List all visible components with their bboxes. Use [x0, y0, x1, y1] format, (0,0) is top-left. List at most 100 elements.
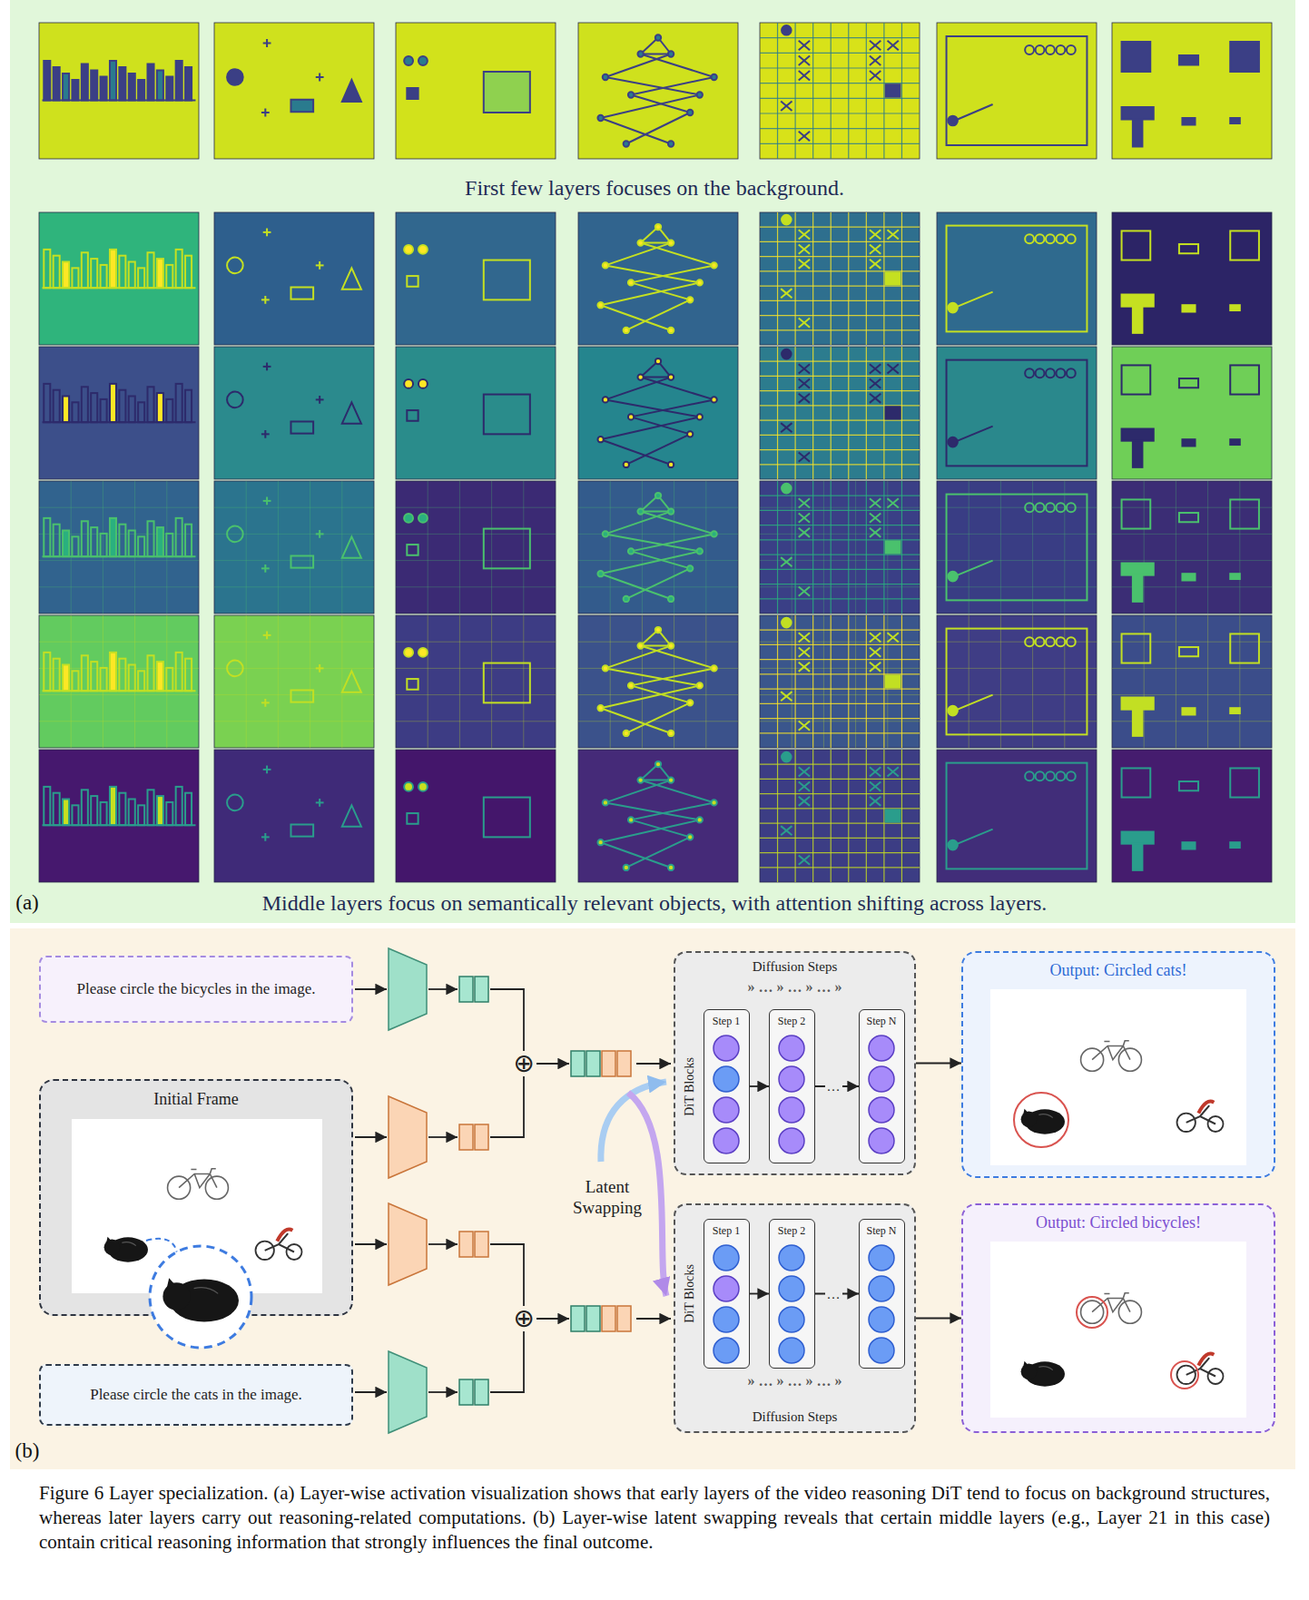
map-shape [1122, 364, 1152, 394]
flow-arrow [354, 988, 387, 991]
map-line [798, 767, 810, 777]
map-shape [185, 524, 192, 558]
map-line [641, 615, 643, 748]
map-line [869, 229, 881, 239]
map-line [798, 393, 810, 404]
map-shape [1024, 637, 1034, 647]
map-line [887, 767, 899, 777]
map-shape [1230, 41, 1260, 72]
map-line [640, 53, 671, 56]
map-line [798, 131, 810, 142]
map-shape [637, 50, 643, 57]
label-slot: ⊕ [505, 1045, 542, 1083]
map-shape [637, 239, 643, 246]
map-shape [628, 816, 634, 823]
latent-circle [868, 1245, 895, 1271]
label-slot: » … » … » … » [673, 977, 916, 998]
map-line [605, 780, 671, 804]
map-line [1175, 481, 1177, 614]
map-line [264, 108, 266, 118]
map-shape [406, 813, 418, 825]
map-line [798, 647, 810, 657]
map-line [887, 229, 899, 239]
map-line [798, 587, 810, 597]
map-ground [578, 481, 739, 614]
latent-circle [713, 1035, 739, 1062]
node-text: Step N [866, 1014, 897, 1028]
map-line [491, 481, 493, 614]
map-line [798, 55, 810, 66]
map-line [798, 378, 810, 388]
map-shape [290, 555, 314, 568]
latent-circle [778, 1276, 805, 1302]
encoder-trapezoid [388, 1096, 427, 1179]
map-line [318, 395, 321, 404]
map-shape [53, 659, 60, 692]
map-shape [1179, 378, 1199, 388]
map-shape [81, 252, 89, 288]
latent-circle [868, 1307, 895, 1333]
map-shape [1230, 767, 1260, 798]
map-line [759, 37, 920, 39]
token-square [459, 976, 473, 1003]
map-shape [1035, 771, 1045, 781]
map-ground [578, 212, 739, 345]
map-line [777, 615, 778, 748]
map-ground [578, 346, 739, 480]
map-line [869, 229, 881, 239]
map-line [626, 702, 690, 734]
map-shape [597, 705, 603, 711]
activation-map [1112, 749, 1272, 883]
map-line [39, 507, 199, 509]
map-shape [781, 752, 792, 763]
text-slot: Step 2 [769, 1222, 814, 1240]
map-line [759, 67, 920, 69]
map-line [395, 560, 556, 561]
map-shape [1066, 771, 1076, 781]
token-square [474, 1124, 489, 1151]
map-line [265, 631, 268, 640]
latent-circle [868, 1338, 895, 1364]
map-shape [100, 802, 108, 826]
map-shape [109, 249, 117, 288]
map-line [759, 554, 920, 556]
map-shape [1122, 499, 1152, 529]
activation-map [214, 346, 374, 480]
map-line [759, 629, 920, 631]
map-line [901, 481, 903, 614]
map-ground [578, 615, 739, 748]
map-line [341, 481, 343, 614]
map-line [39, 720, 199, 722]
label-slot: First few layers focuses on the backgrou… [0, 172, 1309, 204]
text-slot: DiT Blocks [679, 1219, 701, 1369]
map-shape [597, 302, 603, 308]
map-line [883, 346, 885, 480]
map-shape [1230, 118, 1241, 124]
map-line [798, 856, 810, 866]
map-shape [226, 68, 244, 86]
activation-map [214, 615, 374, 748]
map-shape [290, 99, 314, 113]
map-shape [290, 689, 314, 702]
map-line [759, 329, 920, 331]
map-line [759, 449, 920, 451]
map-shape [403, 245, 414, 255]
map-line [640, 376, 671, 379]
map-line [1239, 615, 1241, 748]
map-shape [226, 660, 244, 678]
map-shape [53, 390, 60, 424]
map-line [318, 798, 321, 808]
map-line [395, 586, 556, 588]
map-shape [885, 84, 901, 98]
map-shape [342, 536, 362, 558]
map-line [780, 826, 792, 836]
map-shape [137, 805, 145, 826]
map-line [777, 212, 778, 345]
map-line [780, 557, 792, 567]
cat-fur [121, 1242, 136, 1247]
map-shape [483, 394, 531, 435]
map-line [309, 615, 311, 748]
figure-caption: Figure 6 Layer specialization. (a) Layer… [39, 1481, 1270, 1556]
map-shape [1230, 573, 1241, 580]
label-slot: Middle layers focus on semantically rele… [0, 887, 1309, 919]
